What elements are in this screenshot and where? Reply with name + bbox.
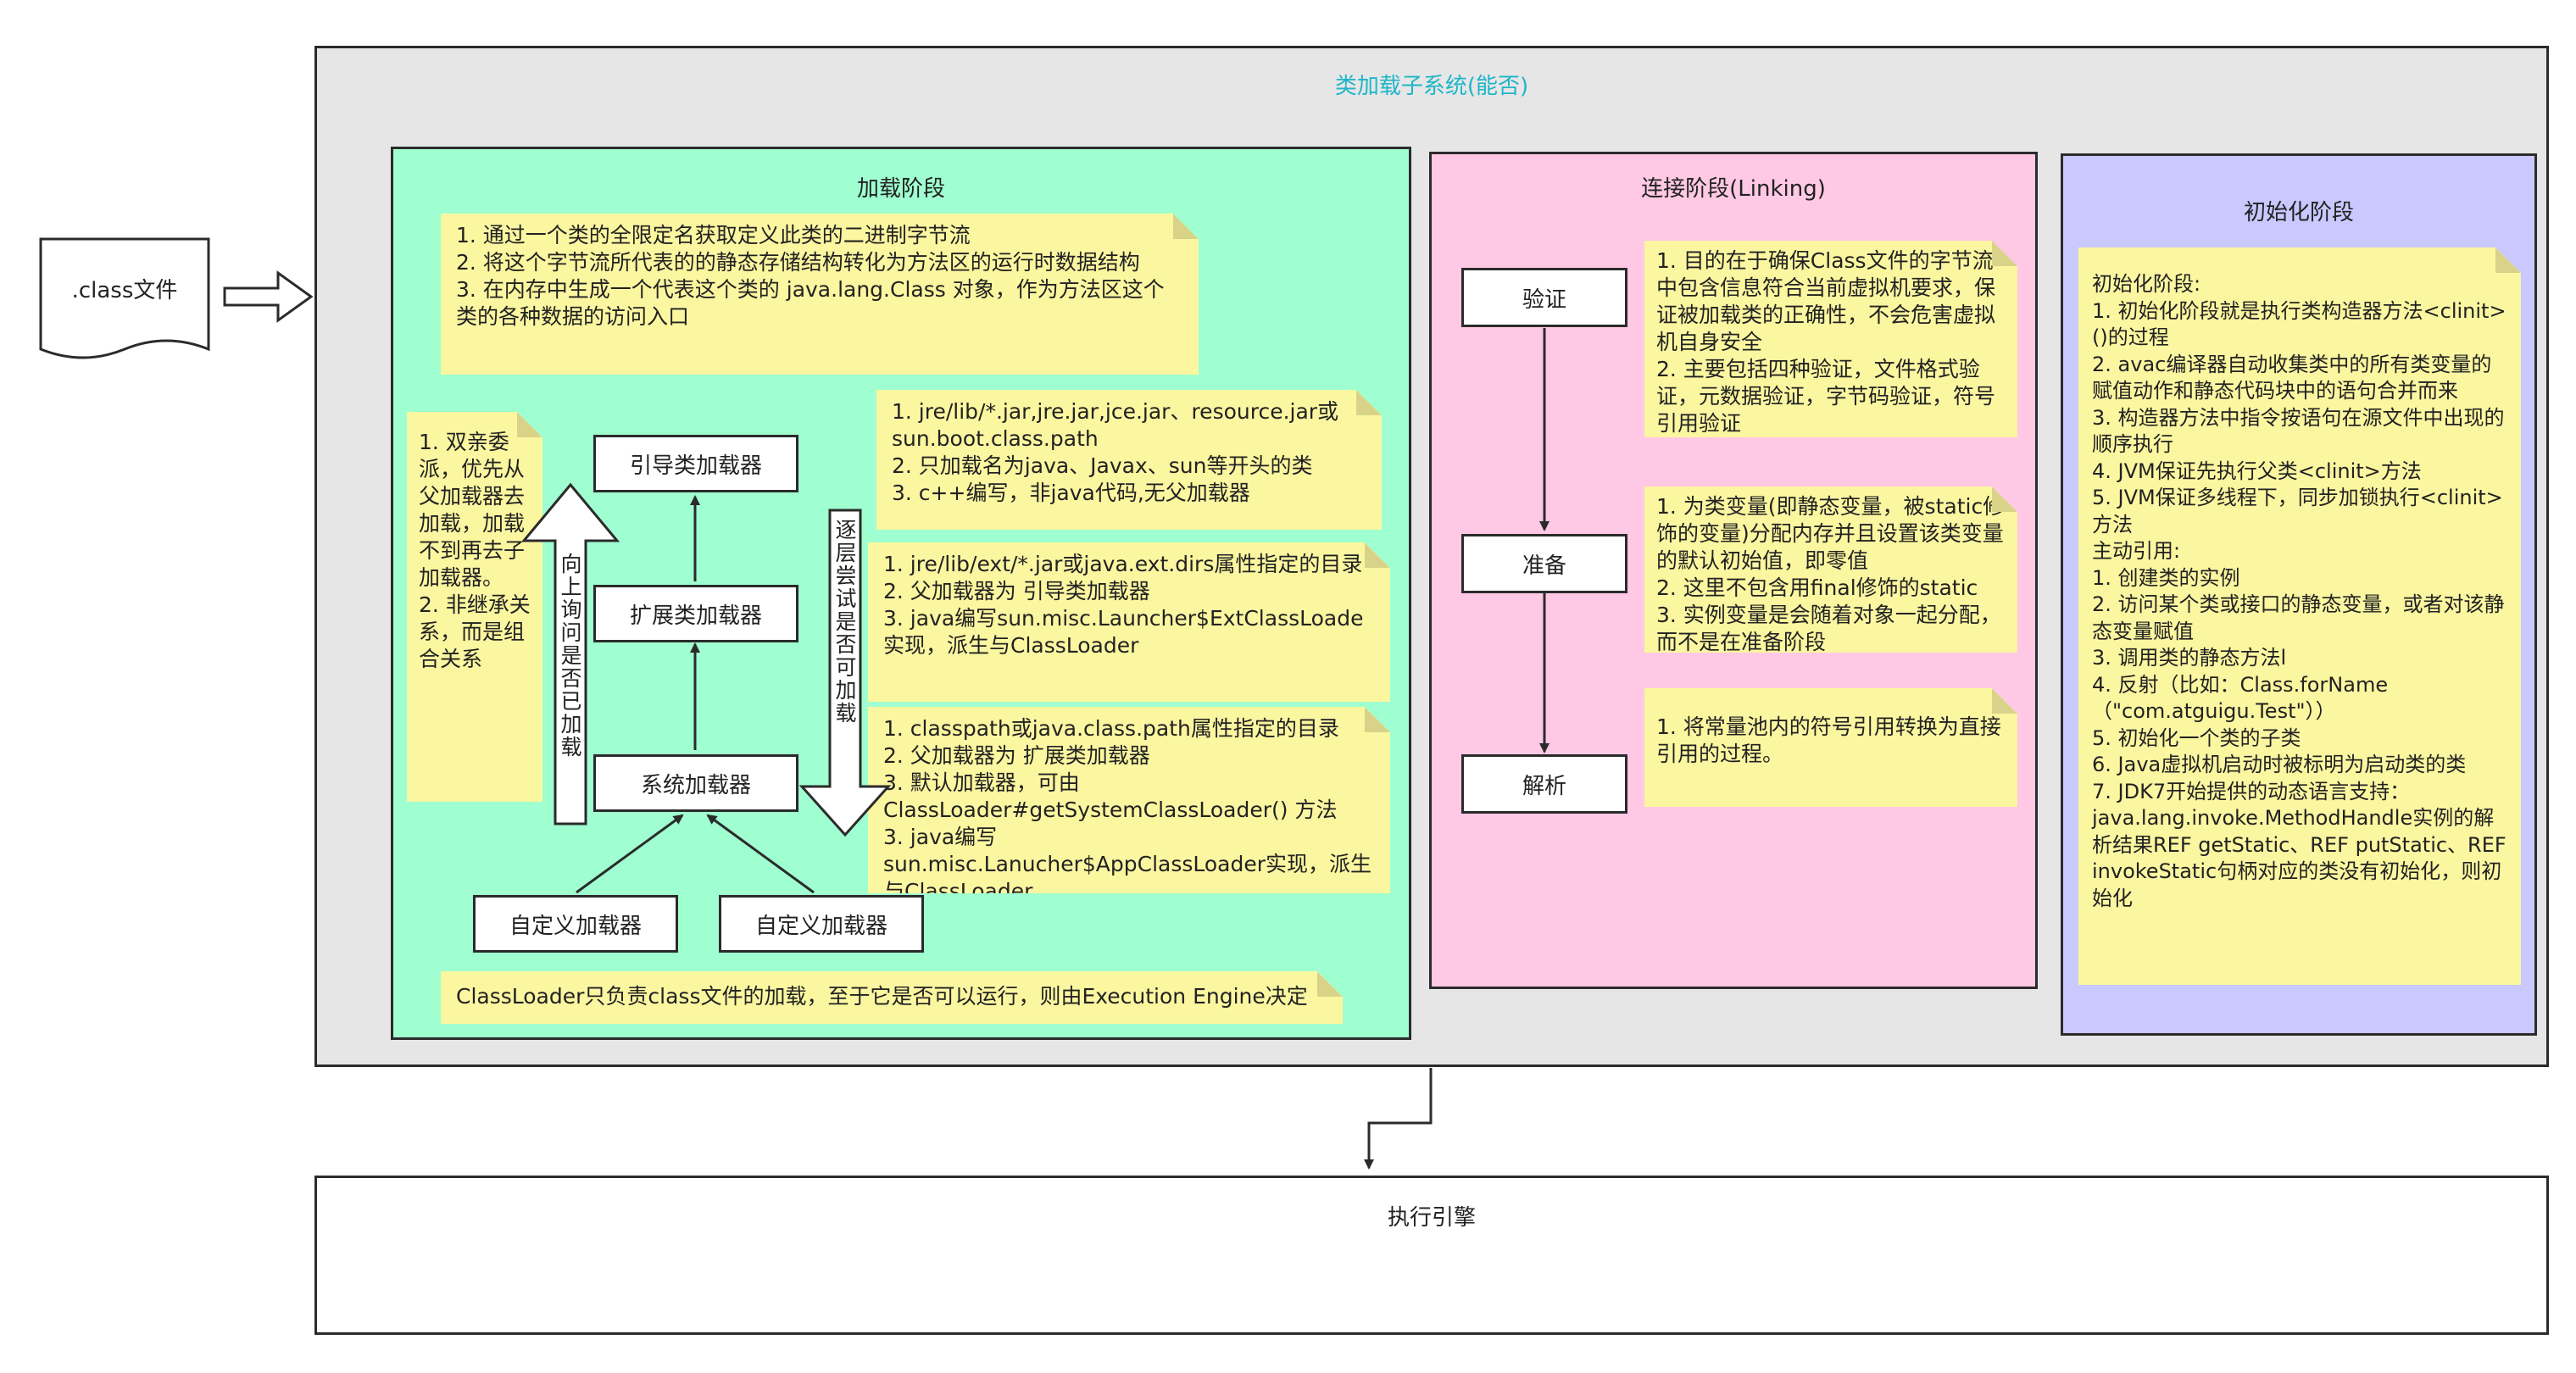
up-query-text: 向上询问是否已加载 [558, 553, 582, 759]
note-line: 2. 访问某个类或接口的静态变量，或者对该静态变量赋值 [2092, 592, 2505, 643]
down-try-text: 逐层尝试是否可加载 [832, 519, 857, 725]
note-line: 6. Java虚拟机启动时被标明为启动类的类 [2092, 753, 2467, 776]
note-line: 2. 父加载器为 扩展类加载器 [883, 743, 1150, 768]
note-line: 主动引用: [2092, 539, 2181, 563]
note-line: 1. 双亲委派，优先从父加载器去加载，加载不到再去子加载器。 [419, 430, 526, 590]
loading-main-note: 1. 通过一个类的全限定名获取定义此类的二进制字节流 2. 将这个字节流所代表的… [441, 214, 1199, 375]
note-line: 1. jre/lib/ext/*.jar或java.ext.dirs属性指定的目… [883, 552, 1363, 576]
input-arrow [223, 270, 314, 323]
note-line: 2. 这里不包含用final修饰的static [1656, 575, 1978, 600]
class-file-label: .class文件 [71, 278, 178, 303]
execution-engine-box: 执行引擎 [314, 1176, 2549, 1335]
prepare-box: 准备 [1461, 534, 1627, 593]
note-line: 3. 默认加载器，可由ClassLoader#getSystemClassLoa… [883, 770, 1338, 822]
note-line: 1. 通过一个类的全限定名获取定义此类的二进制字节流 [456, 223, 971, 247]
custom-loader-box-1: 自定义加载器 [473, 895, 678, 953]
resolve-box: 解析 [1461, 754, 1627, 814]
subsystem-title: 类加载子系统(能否) [1334, 74, 1529, 99]
resolve-note: 1. 将常量池内的符号引用转换为直接引用的过程。 [1644, 688, 2017, 807]
note-line: 3. 调用类的静态方法l [2092, 646, 2287, 670]
note-line: 3. java编写sun.misc.Launcher$ExtClassLoade… [883, 606, 1364, 658]
note-line: 7. JDK7开始提供的动态语言支持：java.lang.invoke.Meth… [2092, 779, 2506, 910]
note-line: 1. 初始化阶段就是执行类构造器方法<clinit>()的过程 [2092, 298, 2506, 349]
note-line: 2. 主要包括四种验证，文件格式验证，元数据验证，字节码验证，符号引用验证 [1656, 357, 1996, 436]
note-line: 1. classpath或java.class.path属性指定的目录 [883, 716, 1339, 741]
note-line: 1. 创建类的实例 [2092, 565, 2240, 590]
up-query-arrow [520, 482, 620, 825]
note-line: 3. 构造器方法中指令按语句在源文件中出现的顺序执行 [2092, 405, 2505, 456]
down-try-arrow [798, 509, 892, 837]
note-line: 3. java编写sun.misc.Lanucher$AppClassLoade… [883, 825, 1372, 903]
execution-engine-title: 执行引擎 [1387, 1205, 1476, 1231]
note-line: 2. 只加载名为java、Javax、sun等开头的类 [892, 453, 1313, 478]
note-line: 1. 目的在于确保Class文件的字节流中包含信息符合当前虚拟机要求，保证被加载… [1656, 248, 1996, 354]
note-line: 5. JVM保证多线程下，同步加锁执行<clinit>方法 [2092, 486, 2503, 536]
ext-loader-note: 1. jre/lib/ext/*.jar或java.ext.dirs属性指定的目… [868, 542, 1390, 702]
parent-delegation-note: 1. 双亲委派，优先从父加载器去加载，加载不到再去子加载器。 2. 非继承关系，… [407, 412, 542, 802]
bootstrap-loader-note: 1. jre/lib/*.jar,jre.jar,jce.jar、resourc… [876, 390, 1382, 530]
note-line: 5. 初始化一个类的子类 [2092, 725, 2301, 750]
linking-phase-title: 连接阶段(Linking) [1641, 176, 1826, 202]
note-line: 3. c++编写，非java代码,无父加载器 [892, 481, 1250, 505]
note-line: 4. JVM保证先执行父类<clinit>方法 [2092, 459, 2422, 483]
note-line: 2. 非继承关系，而是组合关系 [419, 592, 531, 671]
app-loader-box: 系统加载器 [593, 754, 798, 812]
app-loader-note: 1. classpath或java.class.path属性指定的目录 2. 父… [868, 707, 1390, 893]
bootstrap-loader-box: 引导类加载器 [593, 435, 798, 492]
prepare-note: 1. 为类变量(即静态变量，被static修饰的变量)分配内存并且设置该类变量的… [1644, 486, 2017, 653]
verify-box: 验证 [1461, 268, 1627, 327]
note-line: 3. 在内存中生成一个代表这个类的 java.lang.Class 对象，作为方… [456, 277, 1165, 329]
init-note: 初始化阶段: 1. 初始化阶段就是执行类构造器方法<clinit>()的过程 2… [2078, 247, 2521, 985]
note-line: 2. 父加载器为 引导类加载器 [883, 579, 1150, 603]
note-line: 4. 反射（比如：Class.forName（"com.atguigu.Test… [2092, 672, 2389, 723]
loading-phase-title: 加载阶段 [856, 176, 945, 202]
note-line: 2. avac编译器自动收集类中的所有类变量的赋值动作和静态代码块中的语句合并而… [2092, 352, 2492, 403]
init-phase-title: 初始化阶段 [2243, 200, 2354, 225]
verify-note: 1. 目的在于确保Class文件的字节流中包含信息符合当前虚拟机要求，保证被加载… [1644, 241, 2017, 437]
classloader-scope-note: ClassLoader只负责class文件的加载，至于它是否可以运行，则由Exe… [441, 971, 1343, 1024]
note-line: 1. jre/lib/*.jar,jre.jar,jce.jar、resourc… [892, 399, 1339, 451]
note-line: 2. 将这个字节流所代表的的静态存储结构转化为方法区的运行时数据结构 [456, 250, 1140, 275]
custom-loader-box-2: 自定义加载器 [719, 895, 924, 953]
note-line: 3. 实例变量是会随着对象一起分配，而不是在准备阶段 [1656, 603, 2001, 654]
note-line: 初始化阶段: [2092, 272, 2201, 296]
note-line: 1. 为类变量(即静态变量，被static修饰的变量)分配内存并且设置该类变量的… [1656, 494, 2005, 573]
note-line: 1. 将常量池内的符号引用转换为直接引用的过程。 [1656, 714, 2001, 766]
ext-loader-box: 扩展类加载器 [593, 585, 798, 642]
note-line: ClassLoader只负责class文件的加载，至于它是否可以运行，则由Exe… [456, 984, 1308, 1009]
